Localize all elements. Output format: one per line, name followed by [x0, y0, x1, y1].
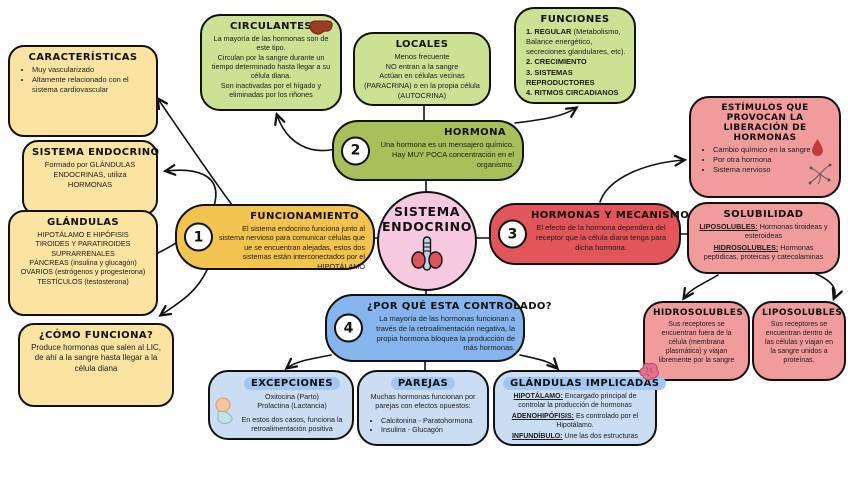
text-line: Prolactina (Lactancia) — [257, 401, 327, 411]
glandula-entry: ADENOHIPÓFISIS: Es controlado por el Hip… — [511, 413, 639, 430]
node-title: HIDROSOLUBLES — [653, 308, 744, 318]
node-title: ESTÍMULOS QUE PROVOCAN LA LIBERACIÓN DE … — [721, 103, 809, 143]
text-line: La mayoría de las hormonas son de este t… — [213, 34, 329, 53]
node-caracteristicas: CARACTERÍSTICAS Muy vascularizado Altame… — [8, 45, 158, 137]
solubilidad-entry: LIPOSOLUBLES: Hormonas tiroideas y ester… — [699, 222, 828, 241]
gland-line: TIROIDES Y PARATIROIDES — [35, 239, 131, 249]
node-porque-controlado: 4 ¿POR QUÉ ESTA CONTROLADO? La mayoría d… — [325, 294, 552, 362]
node-body: Sus receptores se encuentran dentro de l… — [764, 321, 834, 365]
connector-funcionamiento-sistema — [162, 164, 217, 207]
node-body: Formado por GLÁNDULAS ENDOCRINAS, utiliz… — [44, 160, 136, 189]
funcion-item: 1. REGULAR (Metabolismo, Balance energét… — [526, 27, 626, 57]
connector-funcionamiento-caracteristicas — [156, 96, 233, 206]
text-line: Actúan en células vecinas (PARACRINA) o … — [364, 71, 480, 100]
connector-solubilidad-hidrosolubles — [682, 274, 719, 301]
neuron-icon — [807, 162, 833, 191]
central-title-line2: ENDOCRINO — [382, 218, 472, 234]
bullet-item: Sistema nervioso — [713, 165, 811, 175]
node-title: GLÁNDULAS IMPLICADAS — [503, 377, 667, 390]
step-badge-4: 4 — [334, 313, 363, 343]
solubilidad-entry: HIDROSOLUBLES: Hormonas peptídicas, prot… — [703, 242, 824, 262]
node-funcionamiento: 1 FUNCIONAMIENTO El sistema endocrino fu… — [175, 204, 375, 271]
node-title: SOLUBILIDAD — [723, 209, 804, 220]
thyroid-icon — [411, 236, 443, 277]
node-parejas: PAREJAS Muchas hormonas funcionan por pa… — [357, 370, 489, 446]
step-badge-2: 2 — [341, 136, 370, 165]
node-title: CARACTERÍSTICAS — [28, 52, 138, 63]
connector-funcionamiento-como — [158, 269, 208, 317]
brain-icon — [637, 362, 661, 389]
step-badge-3: 3 — [498, 219, 527, 249]
blood-drop-icon — [810, 138, 825, 162]
bullet-item: Por otra hormona — [713, 155, 811, 165]
funcion-item: 4. RITMOS CIRCADIANOS — [526, 87, 619, 97]
node-body: Produce hormonas que salen al LIC, de ah… — [31, 343, 161, 373]
node-solubilidad: SOLUBILIDAD LIPOSOLUBLES: Hormonas tiroi… — [687, 202, 840, 274]
node-estimulos: ESTÍMULOS QUE PROVOCAN LA LIBERACIÓN DE … — [689, 96, 841, 198]
node-liposolubles: LIPOSOLUBLES Sus receptores se encuentra… — [752, 301, 846, 381]
connector-controlado-glandulas-implicadas — [519, 354, 560, 371]
liver-icon — [309, 20, 334, 42]
bullet-item: Altamente relacionado con el sistema car… — [32, 75, 148, 95]
node-title: LOCALES — [395, 39, 449, 50]
node-title: CIRCULANTES — [230, 21, 312, 32]
gland-line: OVARIOS (estrógenos y progesterona) — [20, 267, 146, 277]
node-title: LIPOSOLUBLES — [762, 308, 843, 318]
node-title: PAREJAS — [367, 377, 479, 390]
node-title: HORMONA — [444, 127, 506, 138]
central-title-line1: SISTEMA — [393, 204, 461, 220]
node-body: El sistema endocrino funciona junto al s… — [218, 224, 365, 271]
node-body: Sus receptores se encuentran fuera de la… — [658, 321, 735, 365]
node-title: ¿POR QUÉ ESTA CONTROLADO? — [367, 301, 552, 312]
node-hormona: 2 HORMONA Una hormona es un mensajero qu… — [332, 120, 524, 181]
gland-line: SUPRARRENALES — [51, 248, 115, 258]
node-title: FUNCIONAMIENTO — [250, 211, 359, 222]
funcion-item: 2. CRECIMIENTO — [526, 57, 587, 67]
text-line: NO entran a la sangre — [385, 61, 459, 71]
node-title: SISTEMA ENDOCRINO — [32, 147, 160, 158]
node-funciones: FUNCIONES 1. REGULAR (Metabolismo, Balan… — [514, 7, 636, 104]
node-excepciones: EXCEPCIONES Oxitocina (Parto) Prolactina… — [208, 370, 354, 440]
node-central-sistema-endocrino: SISTEMA ENDOCRINO — [377, 191, 477, 291]
bullet-item: Muy vascularizado — [32, 65, 148, 75]
bullet-item: Insulina - Glucagón — [381, 425, 479, 435]
node-glandulas-implicadas: GLÁNDULAS IMPLICADAS HIPOTÁLAMO: Encarga… — [493, 362, 667, 446]
text-line: Menos frecuente — [394, 52, 450, 61]
node-body: Muchas hormonas funcionan por parejas co… — [370, 392, 476, 411]
node-title: FUNCIONES — [540, 14, 610, 25]
funcion-item: 3. SISTEMAS REPRODUCTORES — [526, 67, 595, 87]
node-glandulas: GLÁNDULAS HIPOTÁLAMO E HIPÓFISIS TIROIDE… — [8, 210, 158, 316]
connector-mecanismos-estimulos — [599, 154, 688, 203]
glandula-entry: HIPOTÁLAMO: Encargado principal de contr… — [513, 393, 637, 410]
node-body: La mayoría de las hormonas funcionan a t… — [376, 314, 515, 353]
text-line: Circulan por la sangre durante un tiempo… — [211, 52, 331, 81]
node-circulantes: CIRCULANTES La mayoría de las hormonas s… — [200, 14, 342, 111]
connector-controlado-excepciones — [284, 354, 332, 371]
gland-line: TESTÍCULOS (testosterona) — [37, 276, 129, 286]
node-hormonas-mecanismos: 3 HORMONAS Y MECANISMOS El efecto de la … — [489, 203, 697, 265]
bullet-item: Cambio químico en la sangre — [713, 145, 811, 155]
gland-line: PÁNCREAS (insulina y glucagón) — [29, 258, 137, 268]
node-body: El efecto de la hormona dependerá del re… — [535, 223, 667, 252]
bullet-item: Calcitonina - Paratohormona — [381, 416, 479, 426]
text-line: Oxitocina (Parto) — [265, 392, 319, 401]
node-title: GLÁNDULAS — [46, 217, 120, 228]
text-line: Son inactivadas por el hígado y eliminad… — [220, 80, 322, 100]
connector-hormona-funciones — [514, 106, 579, 124]
gland-line: HIPOTÁLAMO E HIPÓFISIS — [37, 230, 129, 239]
node-title: HORMONAS Y MECANISMOS — [531, 210, 697, 221]
node-como-funciona: ¿CÓMO FUNCIONA? Produce hormonas que sal… — [18, 323, 174, 407]
step-badge-1: 1 — [184, 222, 213, 252]
node-hidrosolubles: HIDROSOLUBLES Sus receptores se encuentr… — [643, 301, 750, 381]
node-sistema-endocrino: SISTEMA ENDOCRINO Formado por GLÁNDULAS … — [22, 140, 160, 216]
node-body: Una hormona es un mensajero químico. Hay… — [380, 140, 514, 169]
text-line: En estos dos casos, funciona la retroali… — [241, 414, 343, 434]
node-locales: LOCALES Menos frecuente NO entran a la s… — [353, 32, 491, 106]
baby-icon — [213, 396, 239, 431]
node-title: ¿CÓMO FUNCIONA? — [38, 330, 154, 341]
glandula-entry: INFUNDÍBULO: Une las dos estructuras — [511, 433, 639, 441]
node-title: EXCEPCIONES — [240, 377, 344, 390]
connector-solubilidad-liposolubles — [811, 271, 843, 302]
